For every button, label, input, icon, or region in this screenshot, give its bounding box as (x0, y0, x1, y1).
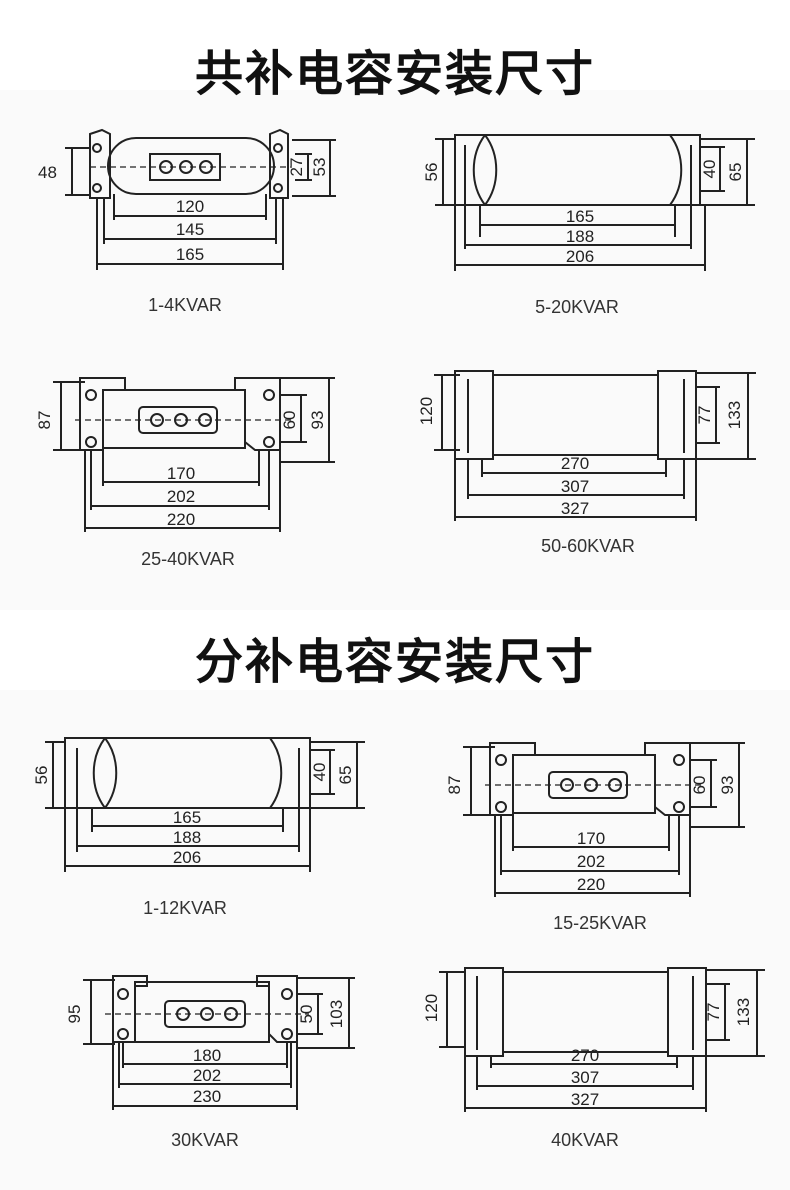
dim-inner-vertical: 40 (310, 763, 329, 782)
dim-width-2: 307 (571, 1068, 599, 1087)
dim-outer-vertical: 103 (327, 1000, 346, 1028)
model-label-1-12kvar: 1-12KVAR (143, 898, 227, 918)
dim-width-1: 165 (566, 207, 594, 226)
dim-width-3: 327 (571, 1090, 599, 1109)
dim-inner-vertical: 50 (297, 1005, 316, 1024)
dim-width-1: 270 (571, 1046, 599, 1065)
dim-inner-vertical: 77 (695, 406, 714, 425)
drawing-1-12kvar: 56 40 65 165 188 206 (32, 728, 375, 878)
dim-height: 120 (417, 397, 436, 425)
dim-height: 95 (65, 1005, 84, 1024)
model-label-1-4kvar: 1-4KVAR (148, 295, 222, 315)
drawing-15-25kvar: 87 60 93 170 202 220 (445, 735, 765, 905)
section-title-common-compensation: 共补电容安装尺寸 (194, 46, 595, 102)
drawing-1-4kvar: 48 27 53 120 145 165 (30, 120, 360, 280)
drawing-5-20kvar: 56 40 65 165 188 206 (422, 125, 765, 275)
dim-inner-vertical: 40 (700, 160, 719, 179)
dim-width-1: 270 (561, 454, 589, 473)
dim-width-2: 202 (193, 1066, 221, 1085)
dim-height: 87 (35, 411, 54, 430)
dim-outer-vertical: 53 (310, 158, 329, 177)
dim-width-3: 206 (566, 247, 594, 266)
dim-inner-vertical: 60 (690, 776, 709, 795)
dim-width-2: 188 (173, 828, 201, 847)
drawing-25-40kvar: 87 60 93 170 202 220 (35, 370, 355, 540)
dim-width-3: 220 (167, 510, 195, 529)
dim-width-2: 202 (577, 852, 605, 871)
dim-width-1: 180 (193, 1046, 221, 1065)
dim-width-1: 170 (167, 464, 195, 483)
dim-width-3: 165 (176, 245, 204, 264)
dim-width-2: 202 (167, 487, 195, 506)
dim-height: 56 (32, 766, 51, 785)
dim-width-1: 170 (577, 829, 605, 848)
model-label-15-25kvar: 15-25KVAR (553, 913, 647, 933)
dim-width-2: 188 (566, 227, 594, 246)
drawing-40kvar: 120 77 133 270 307 327 (422, 962, 775, 1122)
model-label-5-20kvar: 5-20KVAR (535, 297, 619, 317)
dim-outer-vertical: 65 (336, 766, 355, 785)
dim-outer-vertical: 133 (725, 401, 744, 429)
dim-height: 56 (422, 163, 441, 182)
model-label-40kvar: 40KVAR (551, 1130, 619, 1150)
model-label-25-40kvar: 25-40KVAR (141, 549, 235, 569)
dim-height: 120 (422, 994, 441, 1022)
dim-width-1: 165 (173, 808, 201, 827)
dim-width-3: 327 (561, 499, 589, 518)
model-label-50-60kvar: 50-60KVAR (541, 536, 635, 556)
dim-width-2: 307 (561, 477, 589, 496)
model-label-30kvar: 30KVAR (171, 1130, 239, 1150)
section-title-split-compensation: 分补电容安装尺寸 (194, 634, 595, 690)
dim-width-2: 145 (176, 220, 204, 239)
dim-outer-vertical: 65 (726, 163, 745, 182)
section-background-1 (0, 90, 790, 610)
dim-width-3: 206 (173, 848, 201, 867)
dim-width-3: 230 (193, 1087, 221, 1106)
dim-width-3: 220 (577, 875, 605, 894)
dim-outer-vertical: 93 (718, 776, 737, 795)
drawing-30kvar: 95 50 103 180 202 230 (65, 968, 365, 1118)
dim-outer-vertical: 93 (308, 411, 327, 430)
dim-height: 48 (38, 163, 57, 182)
dim-inner-vertical: 60 (280, 411, 299, 430)
dim-width-1: 120 (176, 197, 204, 216)
dim-outer-vertical: 133 (734, 998, 753, 1026)
dim-inner-vertical: 27 (287, 158, 306, 177)
dim-inner-vertical: 77 (704, 1003, 723, 1022)
drawing-50-60kvar: 120 77 133 270 307 327 (417, 365, 770, 530)
dim-height: 87 (445, 776, 464, 795)
